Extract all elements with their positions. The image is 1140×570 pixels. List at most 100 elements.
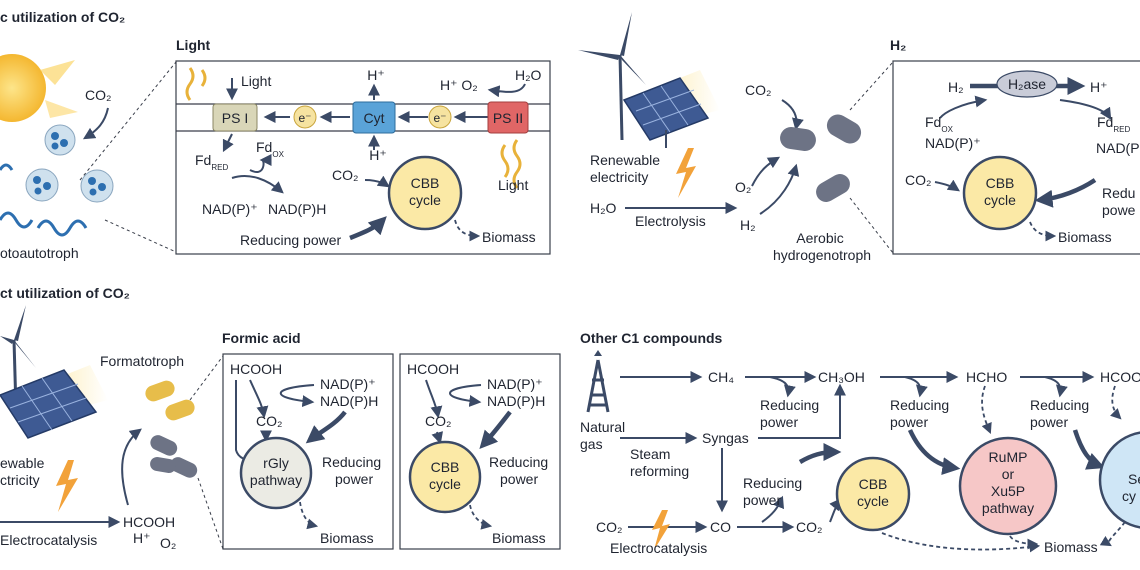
c1-rump-2: or: [1002, 466, 1015, 482]
formic-hplus: H⁺: [133, 530, 151, 546]
fb1-biomass: Biomass: [320, 530, 374, 546]
reducing-power-light: Reducing power: [240, 232, 342, 248]
c1-cbb-2: cycle: [857, 493, 889, 509]
c1-co2-left: CO₂: [596, 519, 622, 535]
fb2-cycle-1: CBB: [431, 459, 460, 475]
nadph-label: NAD(P)H: [268, 201, 326, 217]
c1-co2-mid: CO₂: [796, 519, 822, 535]
cbb-cycle-c1: [835, 456, 911, 532]
light-co2: CO₂: [332, 167, 358, 183]
c1-ser-1: Se: [1128, 471, 1140, 487]
h-o2-label: H⁺ O₂: [440, 77, 478, 93]
cbb-h2-line2: cycle: [984, 192, 1016, 208]
light-label-top: Light: [241, 73, 271, 89]
ps1-label: PS I: [222, 110, 248, 126]
ps2-complex: [487, 101, 529, 134]
c1-reducing-2a: Reducing: [890, 397, 949, 413]
section-title-indirect: ct utilization of CO₂: [0, 285, 130, 301]
fb2-nadp: NAD(P)⁺: [487, 376, 543, 392]
fb1-nadp: NAD(P)⁺: [320, 376, 376, 392]
c1-reducing-4b: power: [743, 492, 781, 508]
c1-syngas: Syngas: [702, 430, 749, 446]
renewable-line1: Renewable: [590, 152, 660, 168]
c1-steam-1: Steam: [630, 446, 670, 462]
c1-biomass: Biomass: [1044, 539, 1098, 555]
wind-turbine-icon: [578, 12, 646, 141]
h2ase-enzyme: [996, 70, 1058, 98]
cbb-cycle-formic: [408, 440, 482, 514]
rump-xu5p-pathway: [958, 436, 1058, 536]
h2-reducing-1: Redu: [1102, 185, 1135, 201]
c1-reducing-1b: power: [760, 414, 798, 430]
rgly-pathway: [239, 436, 313, 510]
lightning-3-icon: [652, 510, 670, 550]
c1-ch3oh: CH₃OH: [818, 369, 865, 385]
formic-electrocatalysis: Electrocatalysis: [0, 532, 97, 548]
natural-gas-1: Natural: [580, 419, 625, 435]
electron-2-icon: [428, 105, 452, 129]
c1-reducing-3a: Reducing: [1030, 397, 1089, 413]
c1-reducing-2b: power: [890, 414, 928, 430]
fb1-cycle-2: pathway: [250, 472, 302, 488]
c1-reducing-4a: Reducing: [743, 475, 802, 491]
panel-title-c1: Other C1 compounds: [580, 330, 723, 346]
c1-hcho: HCHO: [966, 369, 1007, 385]
oil-derrick-icon: [586, 350, 610, 413]
fb2-biomass: Biomass: [492, 530, 546, 546]
fb1-reducing-1: Reducing: [322, 454, 381, 470]
c1-rump-1: RuMP: [989, 449, 1028, 465]
ps1-complex: [212, 103, 258, 132]
organism-hydro-2: hydrogenotroph: [773, 247, 871, 263]
c1-reducing-3b: power: [1030, 414, 1068, 430]
h2-panel-h2: H₂: [948, 79, 964, 95]
h-plus-bottom: H⁺: [369, 147, 387, 163]
h2ase-label: H₂ase: [1008, 76, 1046, 92]
h2-nadp: NAD(P)⁺: [925, 135, 981, 151]
photoautotroph-cells-icon: [0, 124, 114, 237]
c1-electrocatalysis: Electrocatalysis: [610, 540, 707, 556]
cbb-light-line1: CBB: [411, 175, 440, 191]
formic-renewable-1: ewable: [0, 455, 45, 471]
c1-ser-2: cy: [1122, 488, 1136, 504]
organism-hydro-1: Aerobic: [796, 230, 843, 246]
panel-title-h2: H₂: [890, 37, 906, 53]
electron-1-label: e⁻: [298, 111, 311, 125]
light-wave-bottom-icon: [500, 139, 522, 189]
light-label-bottom: Light: [498, 177, 528, 193]
o2-hydro: O₂: [735, 179, 751, 195]
sun-icon: [0, 54, 78, 122]
c1-reducing-1a: Reducing: [760, 397, 819, 413]
photoautotroph-label: otoautotroph: [0, 245, 79, 261]
c1-co: CO: [710, 519, 731, 535]
fb1-nadph: NAD(P)H: [320, 393, 378, 409]
c1-hcooh: HCOO: [1100, 369, 1140, 385]
hydrogenotroph-cells-icon: [780, 114, 862, 202]
fb2-reducing-1: Reducing: [489, 454, 548, 470]
lightning-icon: [676, 148, 696, 198]
h2o-label: H₂O: [515, 67, 542, 83]
section-title-direct: c utilization of CO₂: [0, 9, 125, 25]
fb1-cycle-1: rGly: [263, 455, 289, 471]
electron-2-label: e⁻: [433, 111, 446, 125]
nadp-label: NAD(P)⁺: [202, 201, 258, 217]
h2-panel-hplus: H⁺: [1090, 79, 1108, 95]
c1-rump-3: Xu5P: [991, 483, 1025, 499]
fb1-hcooh: HCOOH: [230, 361, 282, 377]
cbb-light-line2: cycle: [409, 192, 441, 208]
formatotroph-label: Formatotroph: [100, 353, 184, 369]
cyt-label: Cyt: [364, 110, 385, 126]
formic-hcooh: HCOOH: [123, 514, 175, 530]
fb2-reducing-2: power: [500, 471, 538, 487]
h2o-hydro: H₂O: [590, 200, 617, 216]
ps2-label: PS II: [493, 110, 523, 126]
h-plus-top: H⁺: [367, 67, 385, 83]
formic-o2: O₂: [160, 535, 176, 551]
serine-cycle: [1098, 431, 1140, 529]
fb2-cycle-2: cycle: [429, 476, 461, 492]
c1-ch4: CH₄: [708, 369, 734, 385]
light-wave-icon: [185, 67, 207, 101]
h2-nadph: NAD(P: [1096, 140, 1140, 156]
biomass-light: Biomass: [482, 229, 536, 245]
h2-co2: CO₂: [905, 172, 931, 188]
cyt-complex: [352, 101, 396, 134]
